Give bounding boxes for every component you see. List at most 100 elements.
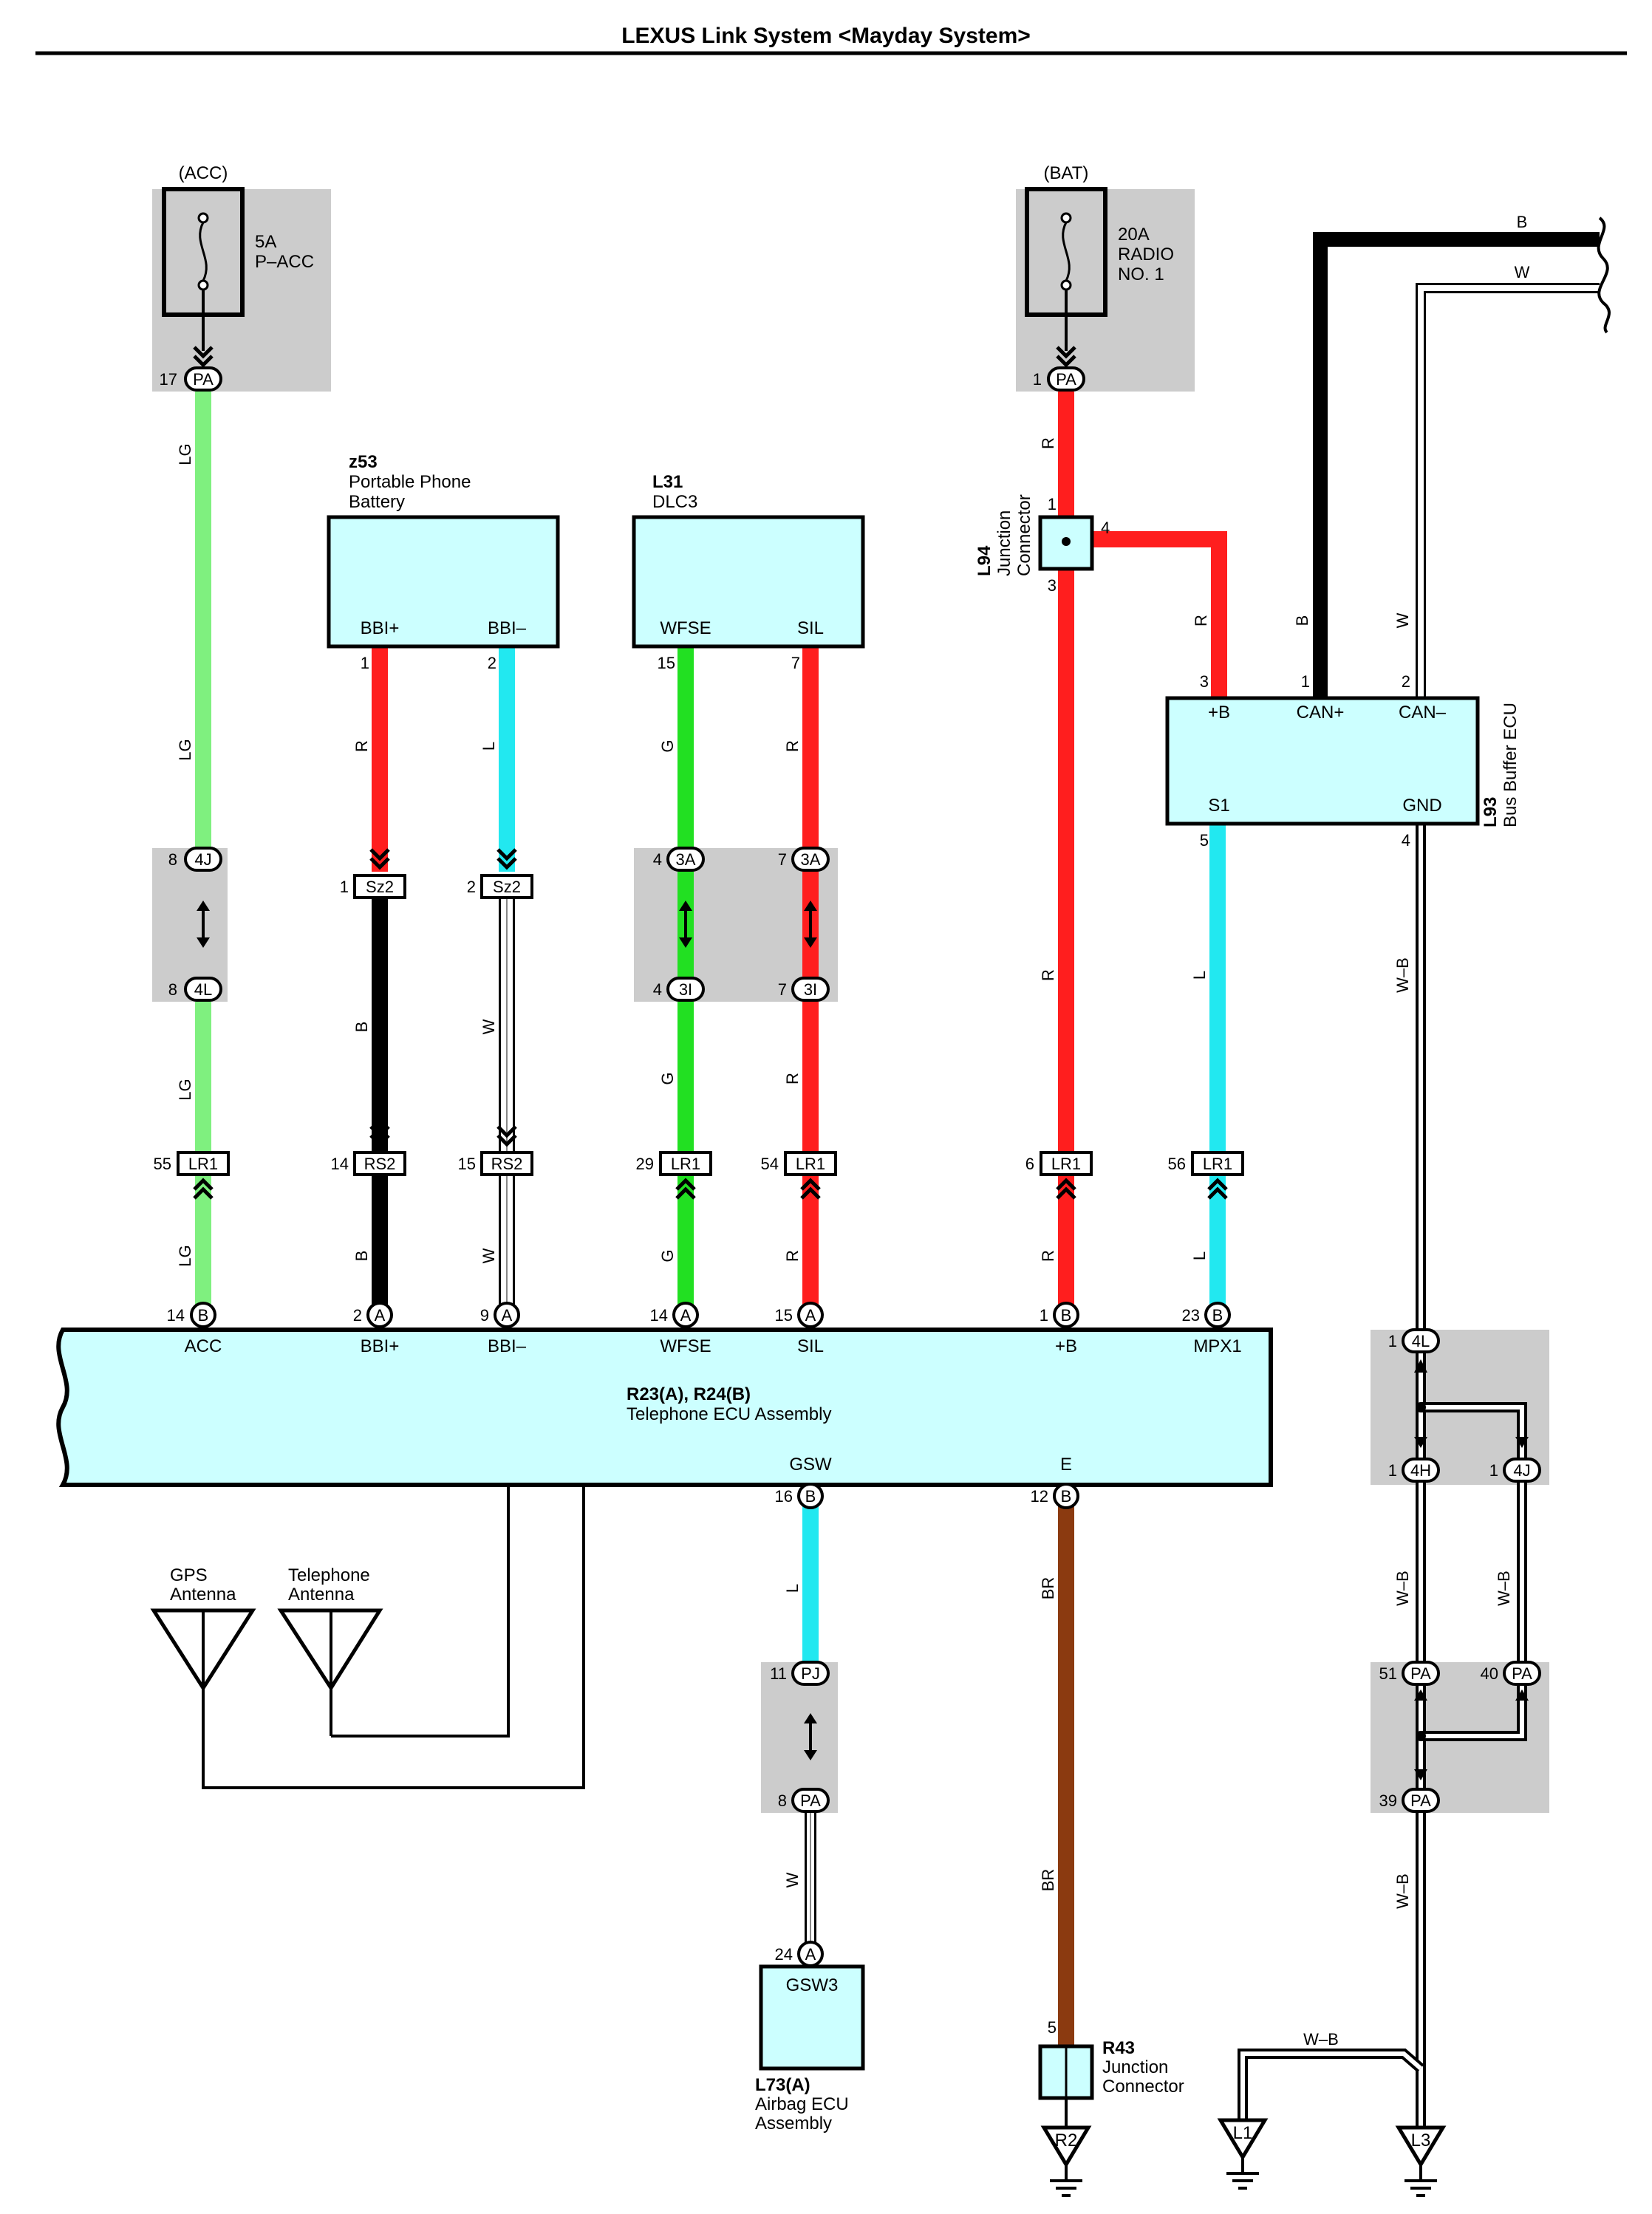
wc-br-1: BR bbox=[1039, 1577, 1057, 1600]
pin-1-l93: 1 bbox=[1301, 672, 1310, 691]
l31-pin-sil: SIL bbox=[797, 618, 824, 638]
pin-2-ecu: 2 bbox=[353, 1306, 362, 1325]
term-bbi-minus: A bbox=[502, 1306, 513, 1325]
wc-r-sil-2: R bbox=[783, 1073, 802, 1084]
conn-sz2-2: Sz2 bbox=[493, 878, 521, 896]
gps-label-1: GPS bbox=[170, 1565, 208, 1585]
wc-wb-3: W–B bbox=[1495, 1571, 1513, 1606]
conn-lr1-acc: LR1 bbox=[188, 1155, 218, 1173]
term-wfse: A bbox=[680, 1306, 692, 1325]
l31-code: L31 bbox=[652, 472, 683, 492]
l93-name: Bus Buffer ECU bbox=[1501, 703, 1520, 827]
conn-pj-gsw: PJ bbox=[801, 1664, 820, 1683]
gps-label-2: Antenna bbox=[170, 1585, 236, 1605]
acc-fuse-name: P–ACC bbox=[255, 252, 314, 272]
pin-7-3i: 7 bbox=[778, 980, 787, 999]
z53-code: z53 bbox=[349, 452, 378, 472]
ecu-pin-mpx1: MPX1 bbox=[1193, 1336, 1241, 1356]
wc-r-bat-3: R bbox=[1039, 1250, 1057, 1262]
r43-code: R43 bbox=[1102, 2038, 1135, 2058]
pin-14-acc: 14 bbox=[167, 1306, 185, 1325]
pin-4-3i: 4 bbox=[653, 980, 662, 999]
l31-pin-wfse: WFSE bbox=[660, 618, 711, 638]
term-gsw: B bbox=[805, 1487, 816, 1506]
conn-lr1-mpx1: LR1 bbox=[1203, 1155, 1232, 1173]
wc-lg-3: LG bbox=[176, 1079, 194, 1100]
telephone-antenna: Telephone Antenna bbox=[277, 1565, 383, 1736]
ecu-pin-bbi-plus: BBI+ bbox=[361, 1336, 400, 1356]
conn-pa-39: PA bbox=[1410, 1791, 1431, 1810]
l73-pin-gsw3: GSW3 bbox=[786, 1975, 839, 1995]
pin-17: 17 bbox=[160, 370, 177, 389]
bat-fuse-name-2: NO. 1 bbox=[1118, 264, 1164, 284]
bat-fuse-amp: 20A bbox=[1118, 225, 1150, 245]
pin-56: 56 bbox=[1168, 1155, 1186, 1173]
pin-1-plus-b: 1 bbox=[1040, 1306, 1048, 1325]
l73-name-1: Airbag ECU bbox=[755, 2094, 849, 2114]
conn-pa-40: PA bbox=[1512, 1664, 1532, 1683]
fuse-acc: (ACC) 5A P–ACC bbox=[162, 163, 314, 351]
bat-label: (BAT) bbox=[1044, 163, 1089, 183]
bat-fuse-name-1: RADIO bbox=[1118, 245, 1174, 264]
l73-name-2: Assembly bbox=[755, 2114, 832, 2133]
conn-4l-acc: 4L bbox=[194, 980, 212, 999]
pin-1-bbi: 1 bbox=[361, 654, 369, 672]
pin-14-wfse: 14 bbox=[650, 1306, 668, 1325]
term-sil: A bbox=[805, 1306, 816, 1325]
tel-label-2: Antenna bbox=[288, 1585, 355, 1605]
wc-w-2: W bbox=[479, 1248, 498, 1263]
pin-12: 12 bbox=[1031, 1487, 1048, 1506]
pin-2-sz2: 2 bbox=[467, 878, 476, 896]
wc-r-bbi: R bbox=[352, 740, 371, 752]
ecu-pin-plus-b: +B bbox=[1055, 1336, 1077, 1356]
ecu-pin-acc: ACC bbox=[185, 1336, 222, 1356]
pin-1-4h: 1 bbox=[1388, 1461, 1397, 1480]
pin-24: 24 bbox=[775, 1945, 793, 1964]
wc-lg-2: LG bbox=[176, 739, 194, 760]
diagram-title: LEXUS Link System <Mayday System> bbox=[621, 24, 1031, 48]
wc-g-2: G bbox=[658, 1072, 677, 1084]
pin-7-sil: 7 bbox=[791, 654, 800, 672]
wc-g-3: G bbox=[658, 1249, 677, 1262]
telephone-ecu-assembly: ACC BBI+ BBI– WFSE SIL +B MPX1 R23(A), R… bbox=[56, 1328, 1273, 1487]
wc-r-sil-3: R bbox=[783, 1250, 802, 1262]
rect-connectors: Sz2 Sz2 RS2 RS2 LR1 LR1 LR1 LR1 LR1 bbox=[177, 850, 1244, 1198]
acc-fuse-amp: 5A bbox=[255, 232, 276, 252]
ground-l1: L1 bbox=[1221, 2120, 1265, 2188]
wc-lg-1: LG bbox=[176, 443, 194, 465]
conn-3i-wfse: 3I bbox=[679, 980, 692, 999]
pin-1-bat: 1 bbox=[1033, 370, 1042, 389]
ground-l1-label: L1 bbox=[1233, 2123, 1253, 2143]
ecu-pin-e: E bbox=[1060, 1455, 1072, 1475]
pin-8-b: 8 bbox=[168, 980, 177, 999]
ecu-code: R23(A), R24(B) bbox=[627, 1384, 751, 1404]
r43-name-2: Connector bbox=[1102, 2077, 1184, 2097]
pin-14-rs2: 14 bbox=[331, 1155, 349, 1173]
pin-2-l93: 2 bbox=[1402, 672, 1410, 691]
l94-junction-connector: L94 Junction Connector bbox=[975, 494, 1094, 576]
conn-pa-gsw: PA bbox=[800, 1791, 821, 1810]
l93-pin-can-minus: CAN– bbox=[1399, 703, 1447, 722]
conn-pa-acc: PA bbox=[193, 370, 214, 389]
term-acc: B bbox=[198, 1306, 209, 1325]
pin-4-l94: 4 bbox=[1101, 519, 1110, 537]
conn-lr1-sil: LR1 bbox=[796, 1155, 825, 1173]
l31-dlc3: L31 DLC3 WFSE SIL bbox=[632, 472, 865, 649]
wc-b-2: B bbox=[352, 1251, 371, 1262]
pin-2-bbi: 2 bbox=[488, 654, 496, 672]
pin-1-4l: 1 bbox=[1388, 1332, 1397, 1350]
pin-29: 29 bbox=[636, 1155, 654, 1173]
pin-1-4j: 1 bbox=[1489, 1461, 1498, 1480]
pin-55: 55 bbox=[154, 1155, 171, 1173]
pin-4-3a: 4 bbox=[653, 850, 662, 869]
term-mpx1: B bbox=[1212, 1306, 1223, 1325]
conn-sz2-1: Sz2 bbox=[366, 878, 394, 896]
conn-lr1-plus-b: LR1 bbox=[1051, 1155, 1081, 1173]
pin-15-rs2: 15 bbox=[458, 1155, 476, 1173]
fuse-bat: (BAT) 20A RADIO NO. 1 bbox=[1025, 163, 1174, 351]
z53-name-1: Portable Phone bbox=[349, 472, 471, 492]
r43-junction-connector: R43 Junction Connector bbox=[1038, 2038, 1184, 2100]
conn-4l-gnd: 4L bbox=[1412, 1332, 1430, 1350]
conn-rs2-2: RS2 bbox=[491, 1155, 523, 1173]
pin-1-l94: 1 bbox=[1048, 495, 1057, 513]
